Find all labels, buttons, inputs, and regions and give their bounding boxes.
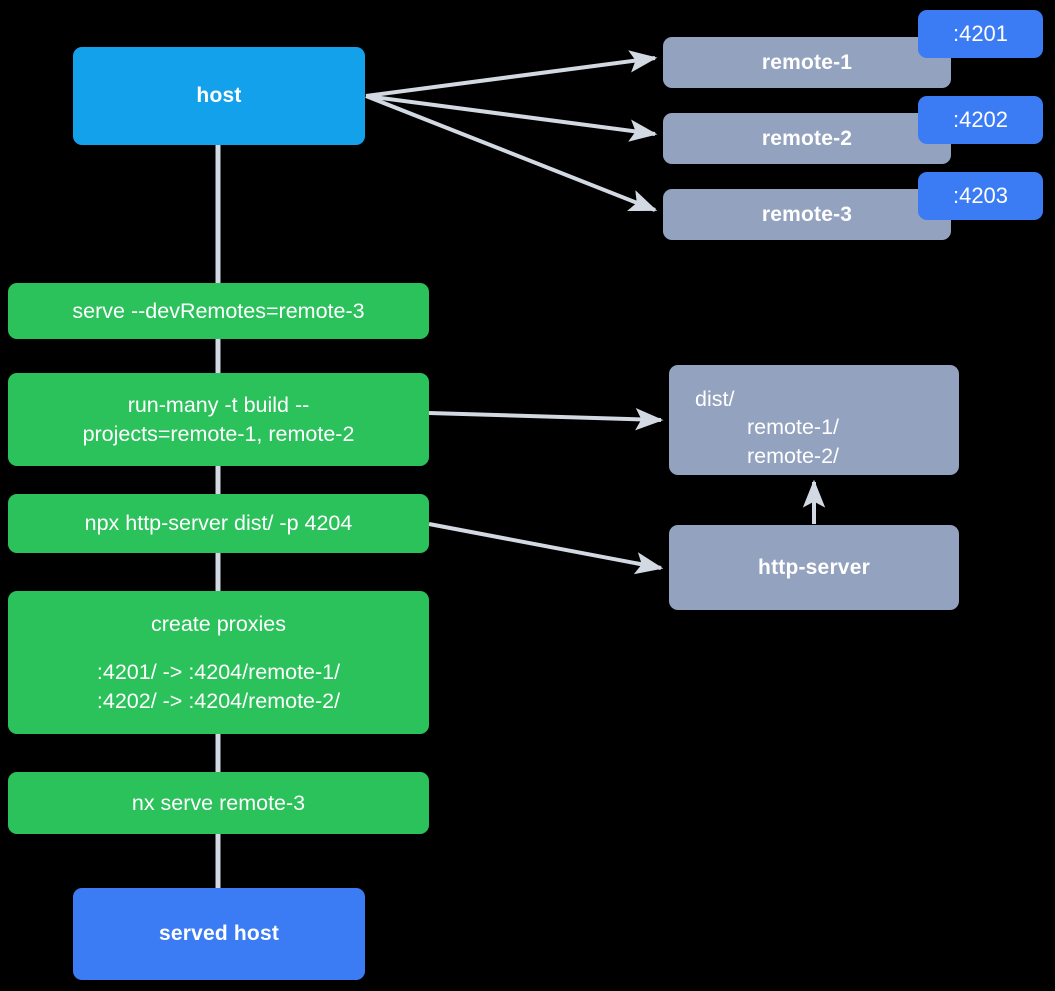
edge-host-to-remote-1 <box>365 50 658 98</box>
dist-root-label: dist/ <box>695 387 735 411</box>
node-remote-2-label: remote-2 <box>761 126 853 150</box>
dist-child-remote-2: remote-2/ <box>747 443 840 468</box>
node-command-http-server[interactable]: npx http-server dist/ -p 4204 <box>8 494 429 553</box>
badge-remote-3-port: :4203 <box>918 172 1043 220</box>
node-command-run-many[interactable]: run-many -t build -- projects=remote-1, … <box>8 373 429 466</box>
dist-child-remote-1: remote-1/ <box>747 415 840 440</box>
proxy-mapping-line-1: :4201/ -> :4204/remote-1/ <box>96 660 341 685</box>
proxy-mapping-line-2: :4202/ -> :4204/remote-2/ <box>96 688 341 713</box>
node-command-create-proxies[interactable]: create proxies :4201/ -> :4204/remote-1/… <box>8 591 429 734</box>
node-command-serve[interactable]: serve --devRemotes=remote-3 <box>8 283 429 339</box>
node-command-create-proxies-title: create proxies <box>150 611 287 636</box>
node-remote-1[interactable]: remote-1 <box>663 37 951 88</box>
node-command-run-many-label: run-many -t build -- projects=remote-1, … <box>82 393 355 446</box>
badge-remote-1-port: :4201 <box>918 10 1043 58</box>
node-remote-3[interactable]: remote-3 <box>663 189 951 240</box>
node-command-nx-serve-label: nx serve remote-3 <box>131 790 306 815</box>
node-served-host[interactable]: served host <box>73 888 365 980</box>
node-remote-3-label: remote-3 <box>761 202 853 226</box>
node-host-label: host <box>196 84 242 108</box>
node-http-server[interactable]: http-server <box>669 525 959 610</box>
node-command-serve-label: serve --devRemotes=remote-3 <box>72 298 365 323</box>
node-remote-1-label: remote-1 <box>761 50 853 74</box>
edge-run-many-to-dist <box>428 408 664 431</box>
node-served-host-label: served host <box>158 922 280 946</box>
node-command-http-server-label: npx http-server dist/ -p 4204 <box>84 511 353 536</box>
node-remote-2[interactable]: remote-2 <box>663 113 951 164</box>
edge-host-to-remote-3 <box>365 94 658 212</box>
badge-remote-3-port-label: :4203 <box>952 183 1009 208</box>
node-http-server-label: http-server <box>758 555 870 579</box>
badge-remote-2-port: :4202 <box>918 96 1043 144</box>
edge-http-server-cmd-to-http-server <box>428 522 664 575</box>
badge-remote-1-port-label: :4201 <box>952 21 1009 46</box>
badge-remote-2-port-label: :4202 <box>952 107 1009 132</box>
edge-host-to-remote-2 <box>365 94 658 142</box>
node-host[interactable]: host <box>73 47 365 145</box>
node-dist-artifact[interactable]: dist/ remote-1/ remote-2/ <box>669 365 959 475</box>
node-command-nx-serve[interactable]: nx serve remote-3 <box>8 772 429 834</box>
